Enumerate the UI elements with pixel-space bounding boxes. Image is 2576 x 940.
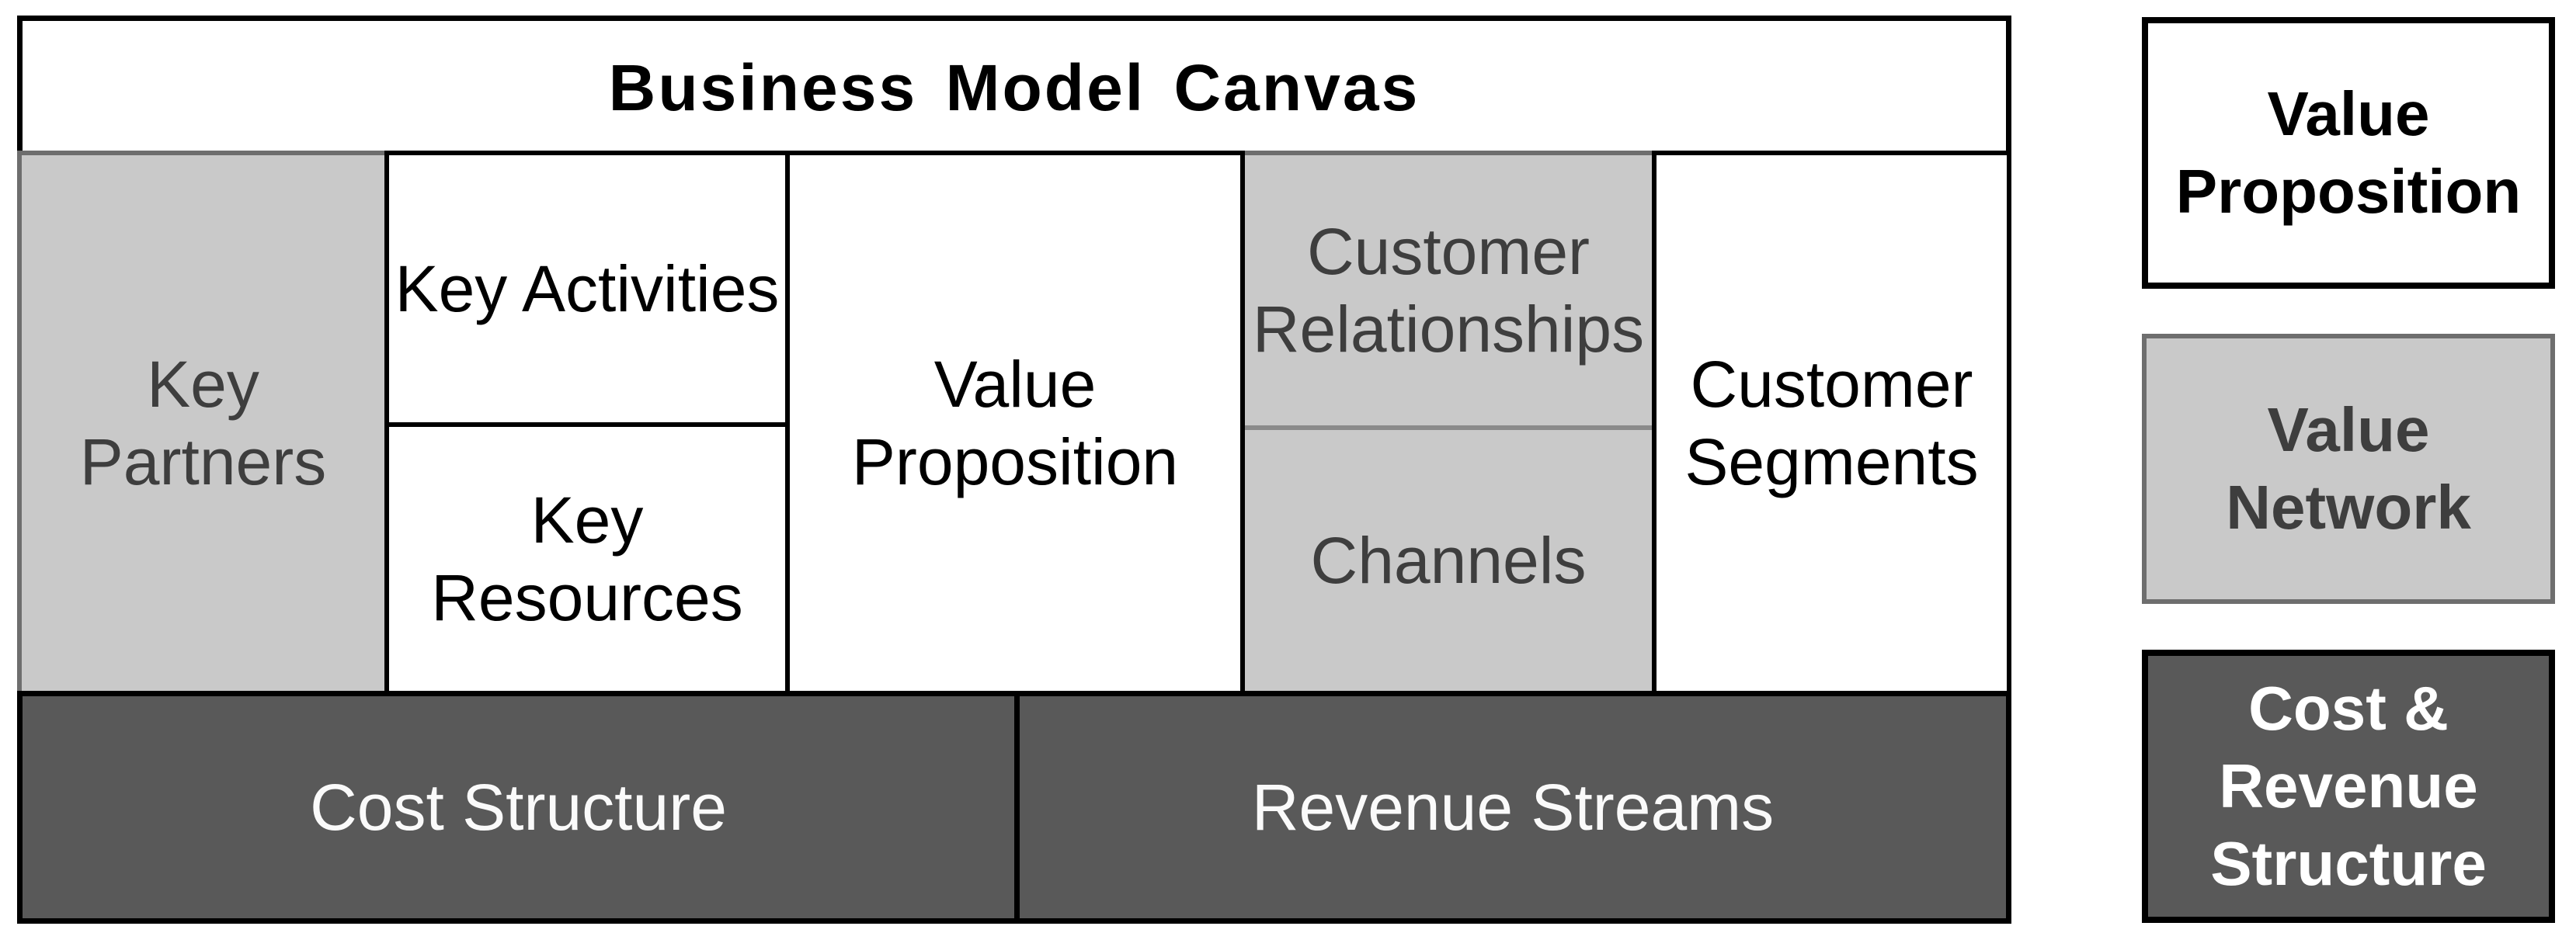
legend-cost-revenue-structure-label-line-2: Revenue (2219, 751, 2478, 820)
customer-segments-label-line-1: Customer (1690, 348, 1973, 421)
legend-cost-revenue-structure-label-line-1: Cost & (2248, 674, 2449, 743)
canvas-title-bar: Business Model Canvas (17, 16, 2011, 155)
legend-value-network-label-line-1: Value (2267, 395, 2430, 464)
cell-key-resources: Key Resources (384, 422, 790, 695)
cell-key-partners: Key Partners (17, 151, 389, 695)
legend-value-network: Value Network (2142, 334, 2555, 604)
key-activities-label: Key Activities (395, 252, 780, 325)
legend-value-network-label-line-2: Network (2226, 473, 2471, 542)
key-resources-label-line-2: Resources (431, 561, 743, 634)
legend-cost-revenue-structure: Cost & Revenue Structure (2142, 650, 2555, 923)
revenue-streams-label: Revenue Streams (1251, 771, 1775, 844)
legend-value-proposition-label-line-2: Proposition (2175, 157, 2522, 226)
cell-channels: Channels (1240, 425, 1656, 695)
legend-cost-revenue-structure-label-line-3: Structure (2210, 829, 2487, 898)
cell-revenue-streams: Revenue Streams (1014, 691, 2011, 924)
key-resources-label-line-1: Key (530, 484, 644, 557)
customer-segments-label-line-2: Segments (1684, 425, 1979, 498)
cost-structure-label: Cost Structure (310, 771, 727, 844)
cell-key-activities: Key Activities (384, 151, 790, 427)
legend-value-proposition-label-line-1: Value (2267, 79, 2430, 148)
cell-customer-relationships: Customer Relationships (1240, 151, 1656, 430)
channels-label: Channels (1310, 524, 1587, 597)
value-proposition-label-line-1: Value (933, 348, 1097, 421)
key-partners-label-line-2: Partners (79, 425, 327, 498)
value-proposition-label-line-2: Proposition (851, 425, 1179, 498)
cell-customer-segments: Customer Segments (1652, 151, 2011, 695)
key-partners-label-line-1: Key (147, 348, 259, 421)
cell-cost-structure: Cost Structure (17, 691, 1020, 924)
canvas-title: Business Model Canvas (608, 51, 1420, 124)
legend-value-proposition: Value Proposition (2142, 17, 2555, 289)
customer-relationships-label-line-1: Customer (1306, 215, 1590, 288)
cell-value-proposition: Value Proposition (785, 151, 1245, 695)
customer-relationships-label-line-2: Relationships (1252, 293, 1645, 366)
